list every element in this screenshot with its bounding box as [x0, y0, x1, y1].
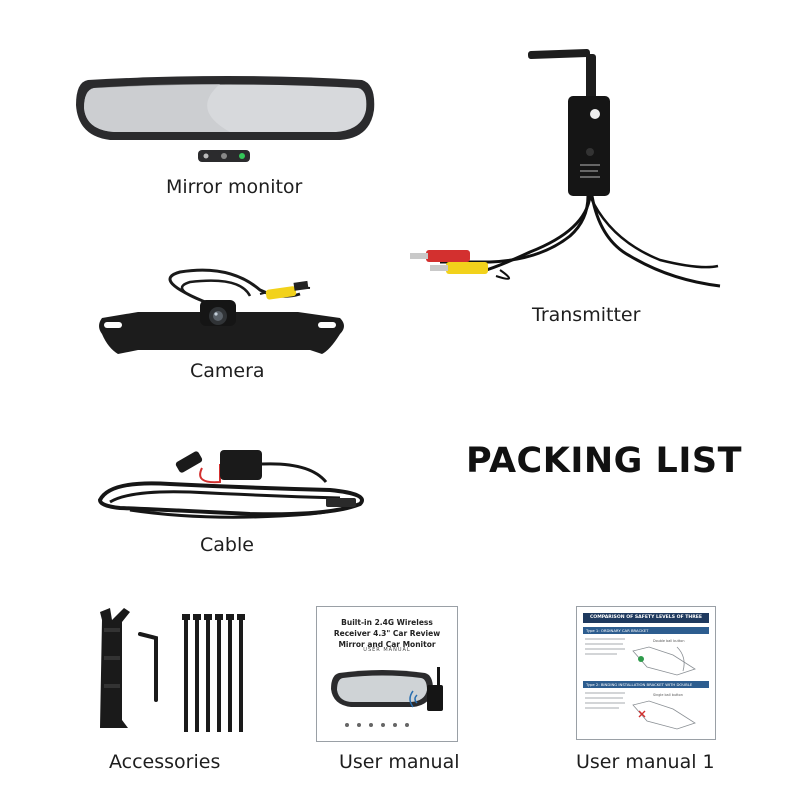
- user-manual-1-image: COMPARISON OF SAFETY LEVELS OF THREE TYP…: [576, 606, 716, 740]
- user-manual-1-caption: User manual 1: [576, 751, 715, 773]
- cable-caption: Cable: [200, 534, 254, 556]
- transmitter-image: [410, 49, 721, 288]
- cable-image: [97, 450, 364, 519]
- camera-caption: Camera: [190, 360, 265, 382]
- manual1-band-2: Type 2: BINDING INSTALLATION BRACKET WIT…: [583, 681, 709, 694]
- page-title: PACKING LIST: [466, 441, 742, 481]
- mirror-monitor-image: [76, 76, 375, 162]
- manual-cover-subtitle: USER MANUAL: [363, 647, 411, 653]
- manual1-band-1: Type 1: ORDINARY CAR BRACKET: [583, 627, 709, 634]
- user-manual-caption: User manual: [339, 751, 460, 773]
- camera-image: [99, 268, 344, 354]
- manual1-label-2: Single ball button: [653, 693, 683, 697]
- manual1-label-1: Double ball button: [653, 639, 685, 643]
- manual1-illustrations: [585, 638, 696, 730]
- manual-cover-title: Built-in 2.4G Wireless Receiver 4.3" Car…: [333, 618, 441, 649]
- mirror-monitor-caption: Mirror monitor: [166, 176, 303, 198]
- accessories-image: [100, 608, 245, 732]
- manual-cover-illustration: [331, 667, 443, 727]
- transmitter-caption: Transmitter: [532, 304, 641, 326]
- user-manual-image: Built-in 2.4G Wireless Receiver 4.3" Car…: [316, 606, 458, 742]
- accessories-caption: Accessories: [109, 751, 221, 773]
